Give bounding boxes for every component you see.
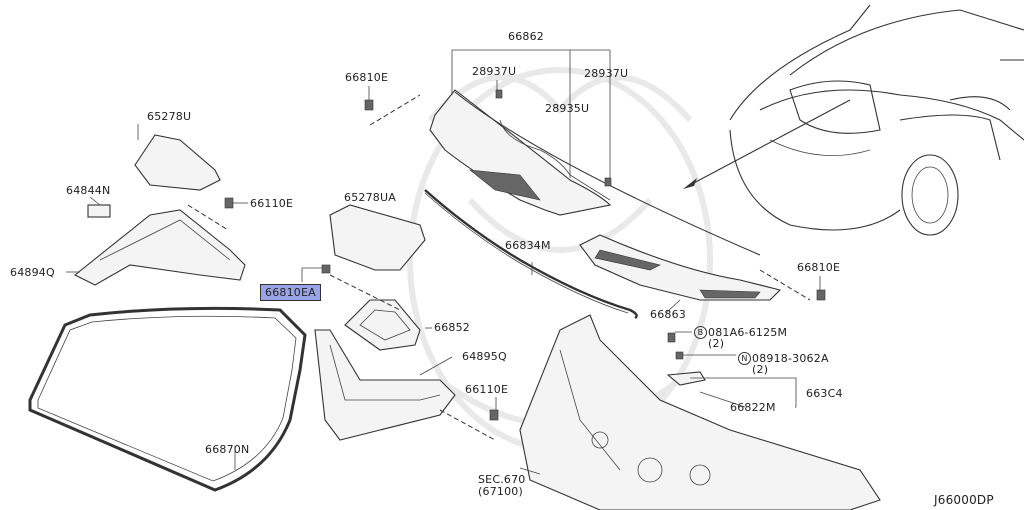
label-sec670-sub: (67100) — [478, 485, 523, 498]
bracket-64894q — [73, 209, 246, 286]
nut-symbol-icon: N — [738, 352, 751, 365]
cover-65278u — [134, 134, 221, 191]
diagram-code: J66000DP — [934, 493, 994, 507]
label-66863: 66863 — [650, 308, 686, 321]
label-28937u-left: 28937U — [472, 65, 517, 78]
bracket-64895q — [314, 329, 456, 441]
label-64895q: 64895Q — [462, 350, 507, 363]
label-sec670: SEC.670 — [478, 473, 526, 486]
direction-arrow — [689, 99, 851, 186]
label-65278ua: 65278UA — [344, 191, 396, 204]
leader-lines — [66, 49, 821, 475]
label-28935u: 28935U — [545, 102, 590, 115]
label-28937u-right: 28937U — [584, 67, 629, 80]
seal-66852 — [344, 299, 421, 351]
label-66810e-top: 66810E — [345, 71, 389, 84]
label-081a6-text: 081A6-6125M — [708, 326, 788, 339]
label-66822m: 66822M — [730, 401, 776, 414]
label-66852: 66852 — [434, 321, 470, 334]
cowl-top-left — [429, 89, 761, 256]
cover-65278ua — [329, 204, 426, 271]
vehicle-silhouette — [683, 4, 1024, 236]
weatherstrip-66834m — [424, 189, 638, 320]
label-65278u: 65278U — [147, 110, 192, 123]
label-66110e-top: 66110E — [250, 197, 294, 210]
label-64844n: 64844N — [66, 184, 111, 197]
label-08918-qty: (2) — [752, 363, 769, 376]
label-66862: 66862 — [508, 30, 544, 43]
bolt-symbol-icon: B — [694, 326, 707, 339]
label-66870n: 66870N — [205, 443, 250, 456]
seal-66870n — [28, 306, 307, 492]
label-64894q: 64894Q — [10, 266, 55, 279]
label-66110e-bottom: 66110E — [465, 383, 509, 396]
label-66834m: 66834M — [505, 239, 551, 252]
label-081a6-qty: (2) — [708, 337, 725, 350]
clip-64844n — [87, 204, 111, 218]
label-66810ea-highlighted[interactable]: 66810EA — [260, 284, 321, 301]
dash-panel — [519, 314, 881, 510]
label-08918-text: 08918-3062A — [752, 352, 829, 365]
label-663c4: 663C4 — [806, 387, 843, 400]
cowl-top-right — [579, 234, 782, 301]
fasteners — [224, 89, 826, 421]
label-66810e-right: 66810E — [797, 261, 841, 274]
